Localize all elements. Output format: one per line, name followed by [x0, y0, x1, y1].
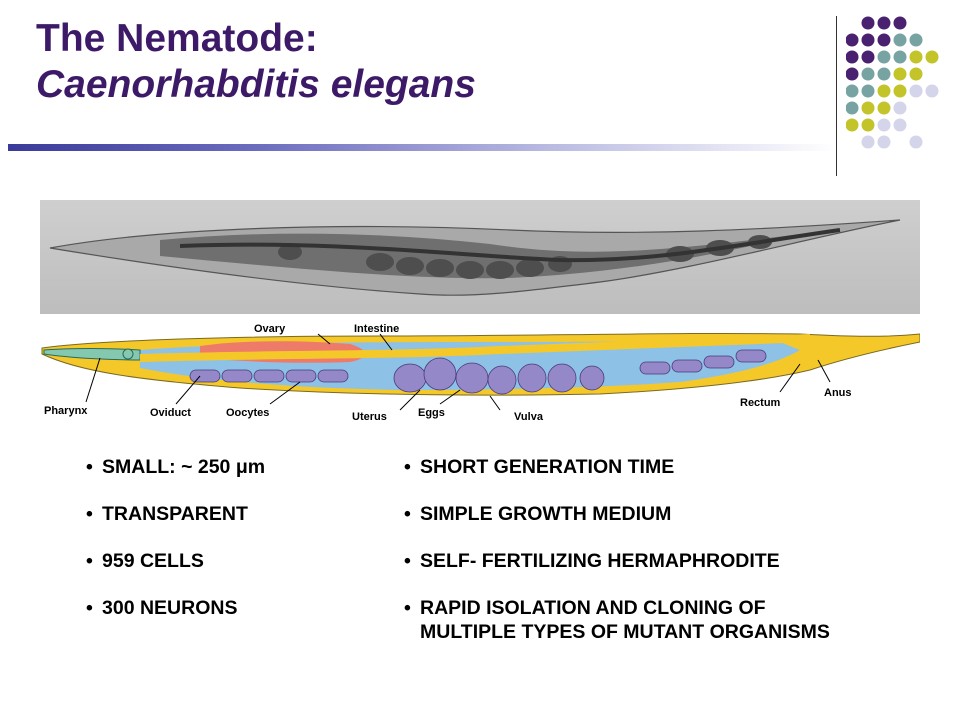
bullet-text: 300 NEURONS	[102, 597, 238, 619]
label-intestine: Intestine	[354, 323, 399, 335]
label-pharynx: Pharynx	[44, 405, 88, 417]
bullet-text: SELF- FERTILIZING HERMAPHRODITE	[420, 550, 780, 572]
decorative-dot-grid	[846, 16, 939, 149]
label-vulva: Vulva	[514, 411, 544, 423]
label-eggs: Eggs	[418, 407, 445, 419]
bullet-glyph: •	[404, 550, 411, 572]
bullet-text: TRANSPARENT	[102, 503, 248, 525]
bullet-glyph: •	[404, 597, 411, 619]
bullet-glyph: •	[86, 456, 93, 478]
bullet-text: SHORT GENERATION TIME	[420, 456, 675, 478]
decorative-vertical-line	[836, 16, 837, 176]
bullet-text: SIMPLE GROWTH MEDIUM	[420, 503, 672, 525]
bullet-item: • SELF- FERTILIZING HERMAPHRODITE	[404, 549, 830, 596]
bullet-list-left: • SMALL: ~ 250 μm • TRANSPARENT • 959 CELLS…	[86, 455, 265, 643]
bullet-item: • SHORT GENERATION TIME	[404, 455, 830, 502]
label-anus: Anus	[824, 387, 852, 399]
bullet-list-right: • SHORT GENERATION TIME • SIMPLE GROWTH ME…	[404, 455, 830, 643]
bullet-glyph: •	[404, 456, 411, 478]
bullet-item: • TRANSPARENT	[86, 502, 265, 549]
title-line-2: Caenorhabditis elegans	[36, 63, 476, 106]
bullet-glyph: •	[86, 550, 93, 572]
bullet-glyph: •	[86, 597, 93, 619]
label-uterus: Uterus	[352, 411, 387, 423]
bullet-text: SMALL: ~ 250 μm	[102, 456, 266, 478]
bullet-text: 959 CELLS	[102, 550, 204, 572]
worm-micrograph	[40, 200, 920, 314]
bullet-item: • SIMPLE GROWTH MEDIUM	[404, 502, 830, 549]
bullet-item: • SMALL: ~ 250 μm	[86, 455, 265, 502]
bullet-text: RAPID ISOLATION AND CLONING OF	[420, 597, 766, 619]
bullet-item: • 300 NEURONS	[86, 596, 265, 643]
bullet-text-continuation: MULTIPLE TYPES OF MUTANT ORGANISMS	[420, 621, 830, 643]
worm-anatomy-diagram: Ovary Intestine Pharynx Oviduct Oocytes …	[40, 320, 920, 432]
title-underline-gradient	[8, 144, 836, 151]
slide-title: The Nematode: Caenorhabditis elegans	[36, 16, 476, 108]
bullet-glyph: •	[404, 503, 411, 525]
bullet-glyph: •	[86, 503, 93, 525]
label-rectum: Rectum	[740, 397, 781, 409]
label-oocytes: Oocytes	[226, 407, 269, 419]
title-line-1: The Nematode:	[36, 17, 318, 60]
label-oviduct: Oviduct	[150, 407, 191, 419]
bullet-item: • 959 CELLS	[86, 549, 265, 596]
label-ovary: Ovary	[254, 323, 286, 335]
